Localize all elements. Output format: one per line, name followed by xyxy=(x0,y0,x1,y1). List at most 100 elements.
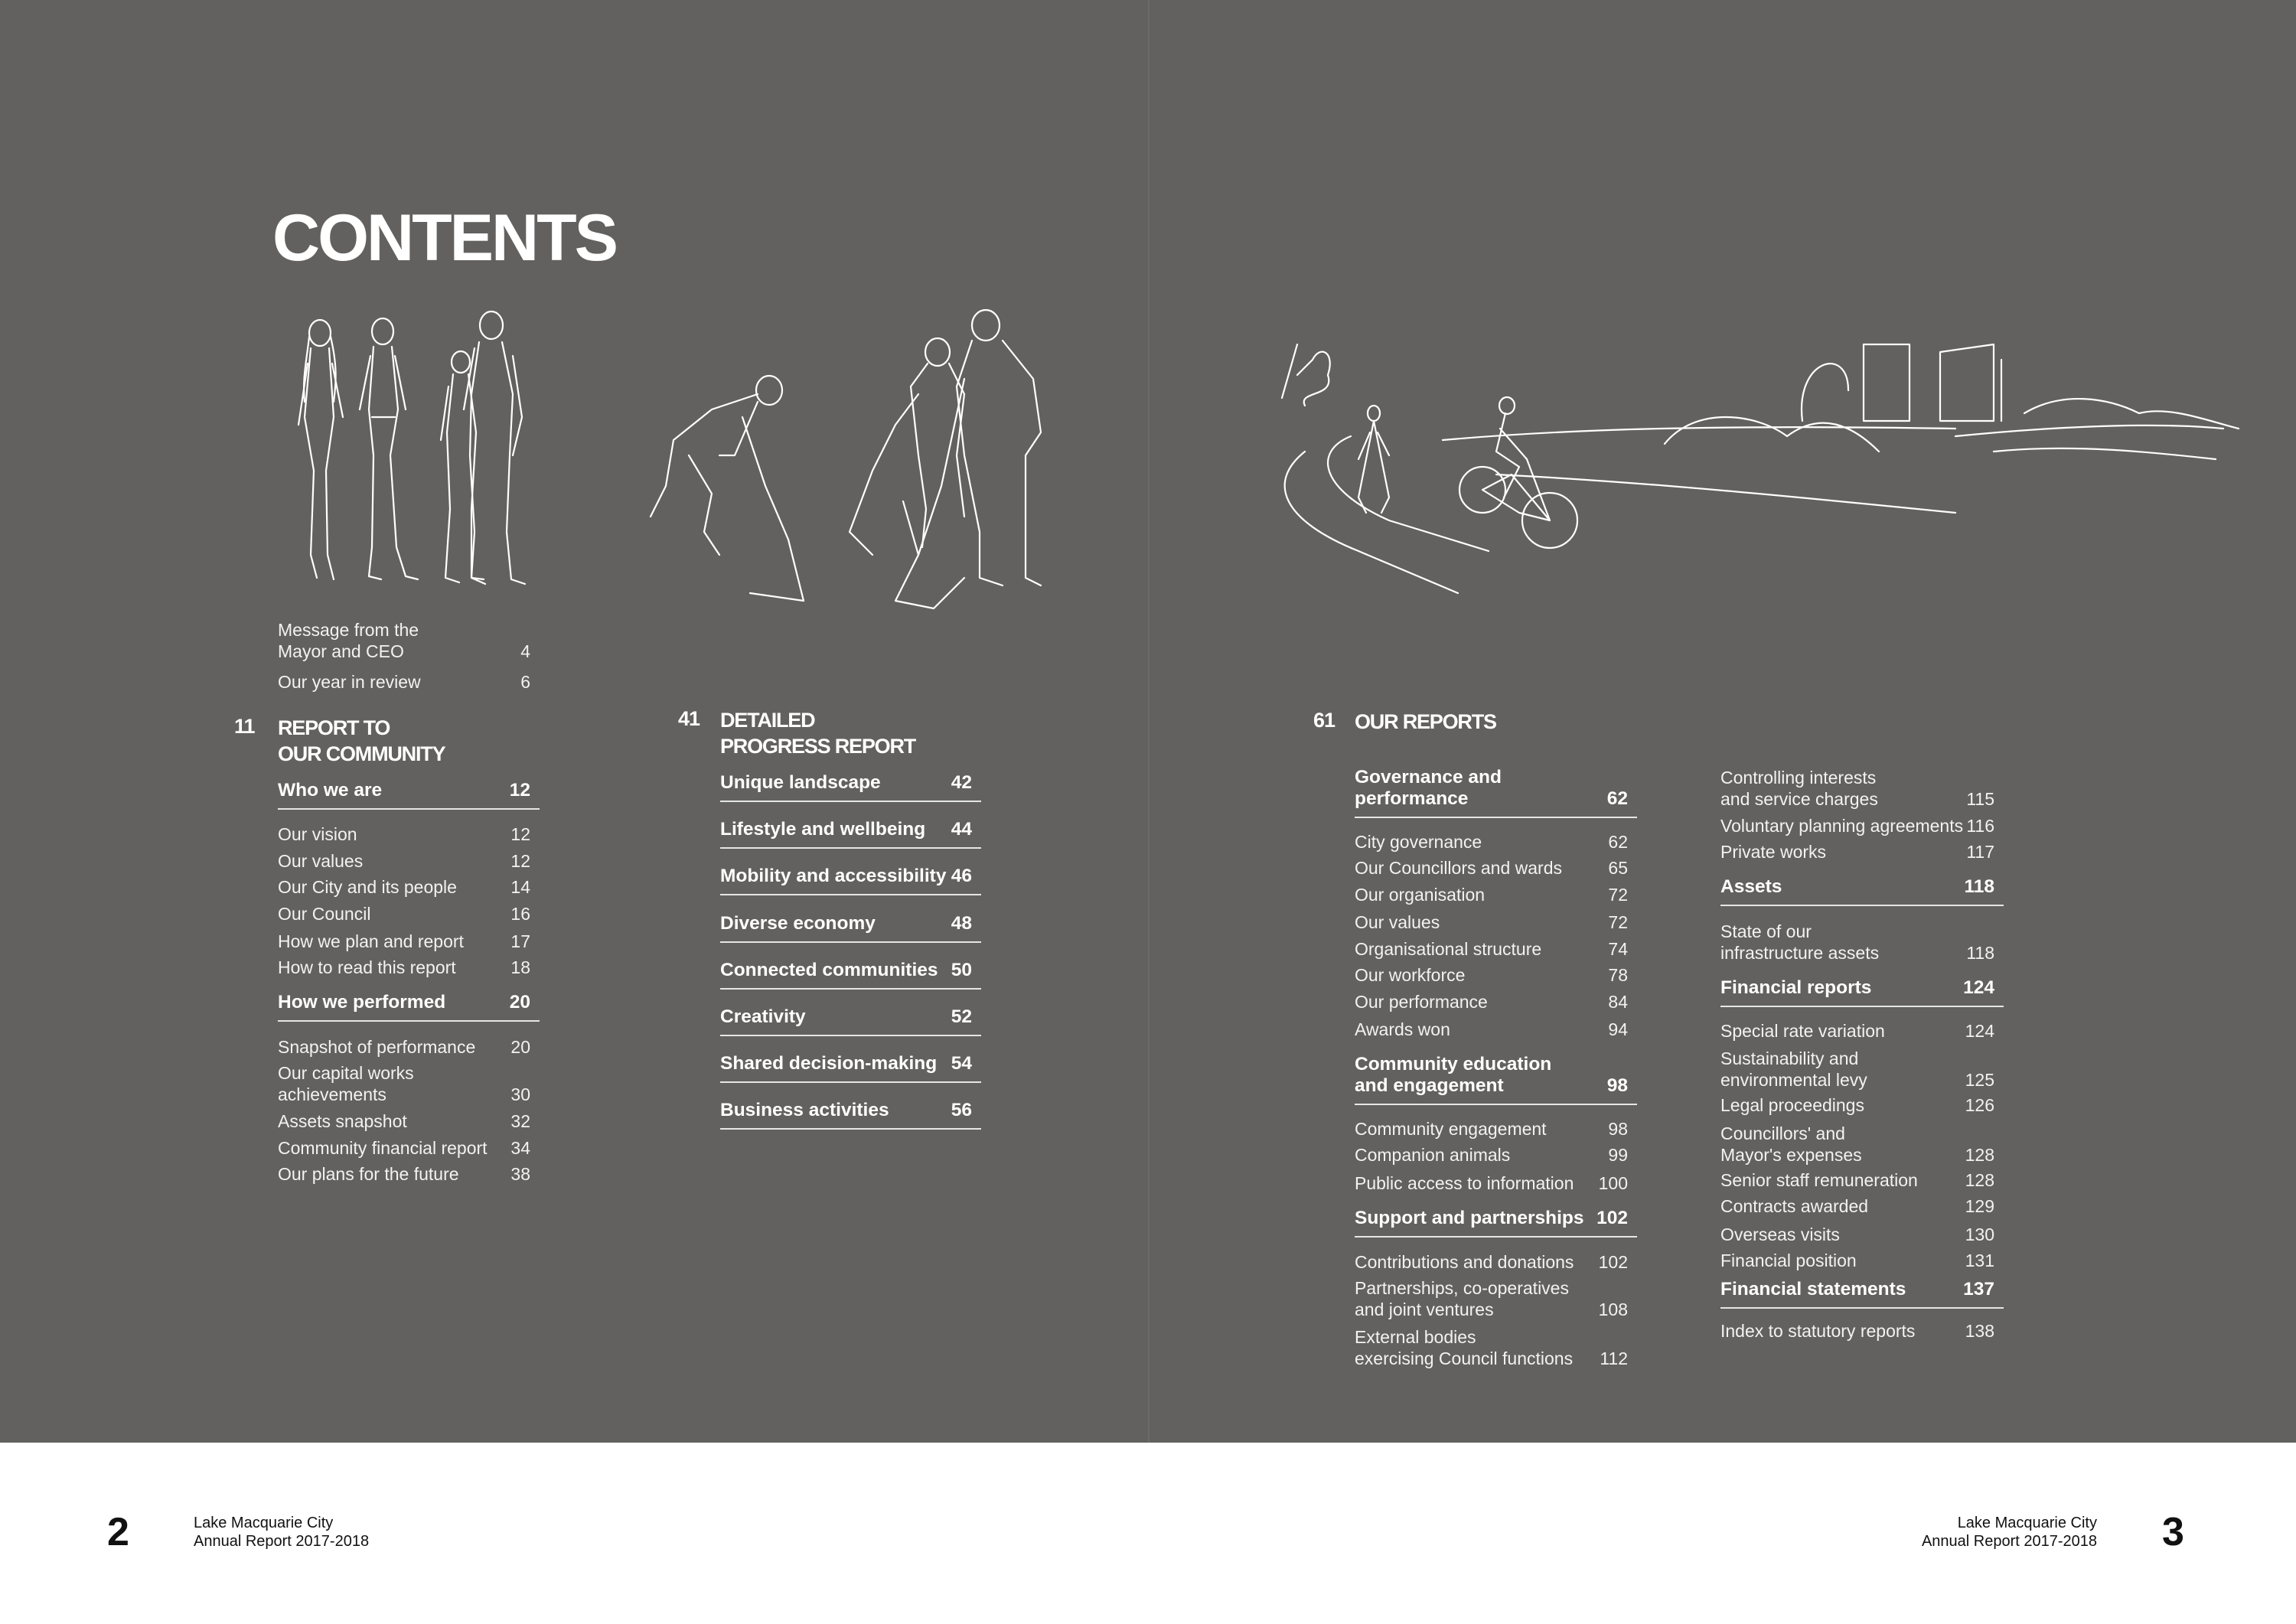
section-heading[interactable]: DETAILED PROGRESS REPORT xyxy=(720,709,916,758)
toc-entry-label: Financial reports xyxy=(1720,977,1872,998)
toc-entry-label: How we performed xyxy=(278,992,446,1013)
toc-entry[interactable]: Contributions and donations 102 xyxy=(1355,1251,1628,1273)
toc-entry-label: Who we are xyxy=(278,780,383,801)
toc-entry-label: Snapshot of performance xyxy=(278,1037,476,1057)
toc-entry[interactable]: Partnerships, co-operatives and joint ve… xyxy=(1355,1277,1628,1320)
toc-entry-page: 138 xyxy=(1965,1321,1994,1341)
footer-publication-left: Lake Macquarie City Annual Report 2017-2… xyxy=(194,1514,369,1551)
toc-divider xyxy=(720,987,981,990)
toc-entry-label: Contributions and donations xyxy=(1355,1252,1574,1272)
toc-divider xyxy=(278,808,540,810)
toc-divider xyxy=(278,1020,540,1022)
toc-entry-label: Legal proceedings xyxy=(1720,1095,1864,1115)
toc-entry-label: Lifestyle and wellbeing xyxy=(720,819,926,840)
toc-entry-page: 84 xyxy=(1608,992,1628,1012)
section-heading[interactable]: REPORT TO OUR COMMUNITY xyxy=(278,716,446,765)
toc-entry-page: 46 xyxy=(951,866,972,887)
toc-entry-page: 72 xyxy=(1608,912,1628,932)
section-number: 41 xyxy=(678,707,700,730)
toc-entry-label: State of our infrastructure assets xyxy=(1720,921,1880,963)
toc-entry-label: Community engagement xyxy=(1355,1119,1547,1139)
toc-divider xyxy=(1355,1236,1637,1238)
toc-entry-page: 54 xyxy=(951,1053,972,1075)
toc-entry[interactable]: Financial reports 124 xyxy=(1720,977,1994,999)
toc-entry-page: 124 xyxy=(1963,977,1994,998)
toc-entry-page: 6 xyxy=(520,672,530,692)
toc-entry-label: Shared decision-making xyxy=(720,1053,938,1075)
people-standing-illustration xyxy=(297,310,527,585)
toc-entry[interactable]: Who we are 12 xyxy=(278,780,530,801)
toc-entry-page: 12 xyxy=(509,780,530,801)
page-number-left: 2 xyxy=(107,1510,129,1554)
toc-entry-label: Community education and engagement xyxy=(1355,1054,1552,1096)
toc-entry-page: 48 xyxy=(951,912,972,934)
toc-entry-page: 102 xyxy=(1598,1252,1628,1272)
section-heading[interactable]: OUR REPORTS xyxy=(1355,710,1497,733)
toc-entry-label: Voluntary planning agreements xyxy=(1720,816,1964,836)
toc-entry[interactable]: Index to statutory reports 138 xyxy=(1720,1320,1994,1342)
toc-entry[interactable]: Controlling interests and service charge… xyxy=(1720,767,1994,810)
page-title: CONTENTS xyxy=(272,201,618,275)
toc-entry-page: 100 xyxy=(1598,1173,1628,1193)
toc-entry[interactable]: Shared decision-making 54 xyxy=(720,1053,972,1075)
page-gutter xyxy=(1148,0,1150,1443)
toc-entry[interactable]: External bodies exercising Council funct… xyxy=(1355,1326,1628,1369)
toc-divider xyxy=(1355,817,1637,818)
toc-entry-page: 62 xyxy=(1606,788,1628,809)
toc-divider xyxy=(720,894,981,896)
toc-entry-label: Sustainability and environmental levy xyxy=(1720,1048,1867,1090)
footer-org-name: Lake Macquarie City xyxy=(194,1515,334,1531)
toc-entry-label: Partnerships, co-operatives and joint ve… xyxy=(1355,1278,1569,1319)
toc-entry-page: 131 xyxy=(1965,1251,1994,1270)
toc-entry-label: Index to statutory reports xyxy=(1720,1321,1916,1341)
